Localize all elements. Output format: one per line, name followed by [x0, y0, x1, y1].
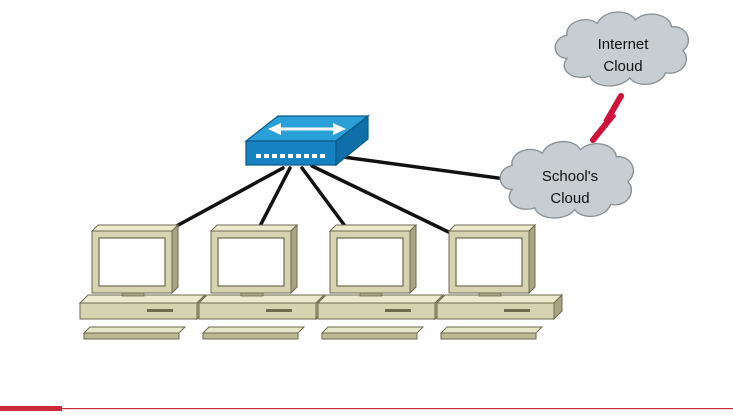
- lightning-link-icon: [590, 93, 624, 143]
- switch-icon: [244, 114, 370, 167]
- computer-icon: [79, 224, 206, 340]
- computer-icon: [436, 224, 563, 340]
- computer-icon: [317, 224, 444, 340]
- school-cloud: School's Cloud: [499, 140, 635, 219]
- link-switch-to-school-cloud: [334, 154, 515, 182]
- school-cloud-label-line2: Cloud: [550, 190, 589, 207]
- school-cloud-label-line1: School's: [542, 168, 598, 185]
- internet-cloud: Internet Cloud: [554, 11, 690, 87]
- internet-cloud-label-line1: Internet: [598, 36, 650, 53]
- footer-divider: [0, 406, 733, 411]
- computer-icon: [198, 224, 325, 340]
- internet-cloud-label-line2: Cloud: [603, 58, 642, 75]
